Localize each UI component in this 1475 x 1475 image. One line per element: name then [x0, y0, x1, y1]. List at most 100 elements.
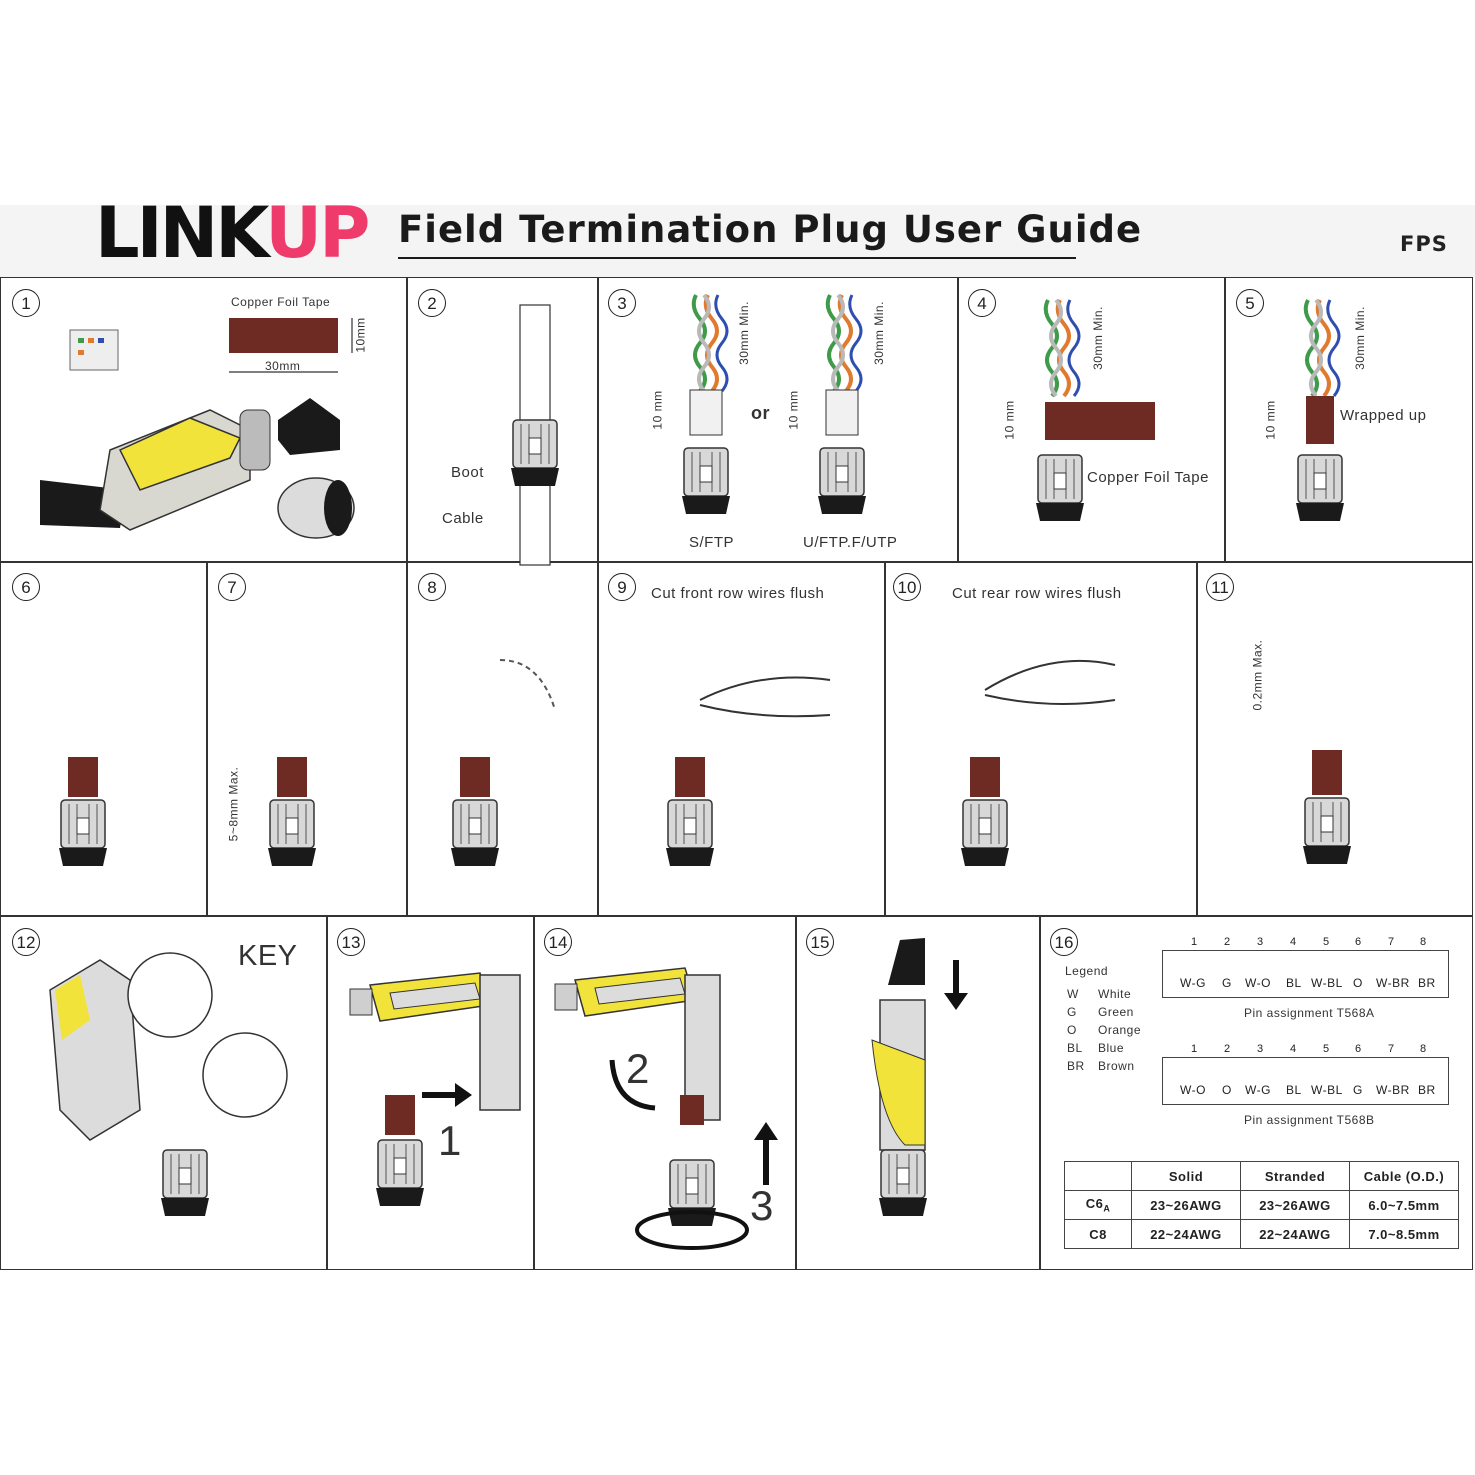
category-label: C6: [1085, 1196, 1104, 1212]
step-number-11: 11: [1206, 573, 1234, 601]
step-number-5: 5: [1236, 289, 1264, 317]
table-header-cell: [1064, 1161, 1132, 1191]
table-cell: 22~24AWG: [1240, 1219, 1350, 1249]
table-cell: 6.0~7.5mm: [1349, 1190, 1459, 1220]
step-number-6: 6: [12, 573, 40, 601]
col-divider: [406, 277, 408, 561]
col-divider: [795, 915, 797, 1270]
key-label: KEY: [238, 940, 298, 972]
pin-number: 6: [1355, 936, 1362, 948]
step-number-13: 13: [337, 928, 365, 956]
pin-label: W-BL: [1311, 976, 1343, 990]
pin-label: W-G: [1245, 1083, 1271, 1097]
pin-label: G: [1222, 976, 1232, 990]
pin-number: 1: [1191, 936, 1198, 948]
legend-name: Brown: [1098, 1059, 1135, 1073]
col-divider: [206, 561, 208, 915]
pin-label: BL: [1286, 1083, 1302, 1097]
step-number-10: 10: [893, 573, 921, 601]
max-length-label: 5~8mm Max.: [226, 766, 241, 842]
col-divider: [957, 277, 959, 561]
pin-label: W-O: [1245, 976, 1271, 990]
pin-label: O: [1222, 1083, 1232, 1097]
pin-number: 7: [1388, 936, 1395, 948]
height-label: 10mm: [353, 317, 368, 353]
legend-name: White: [1098, 987, 1132, 1001]
page-title: Field Termination Plug User Guide: [398, 208, 1143, 251]
t568a-caption: Pin assignment T568A: [1244, 1006, 1375, 1020]
col-divider: [533, 915, 535, 1270]
pin-label: BR: [1418, 1083, 1436, 1097]
step-10-caption: Cut rear row wires flush: [952, 585, 1122, 602]
pin-label: W-G: [1180, 976, 1206, 990]
step-number-3: 3: [608, 289, 636, 317]
wrapped-up-label: Wrapped up: [1340, 407, 1427, 424]
pin-number: 7: [1388, 1043, 1395, 1055]
arrow-step-3: 3: [750, 1182, 774, 1229]
col-divider: [597, 561, 599, 915]
table-cell: 7.0~8.5mm: [1349, 1219, 1459, 1249]
legend-code: O: [1067, 1023, 1077, 1037]
cable-spec-table: Solid Stranded Cable (O.D.) C6A 23~26AWG…: [1064, 1161, 1459, 1249]
pin-assignment-t568b: [1162, 1057, 1449, 1105]
row-divider-1: [0, 561, 1473, 563]
pin-number: 2: [1224, 936, 1231, 948]
col-divider: [1039, 915, 1041, 1270]
pin-label: W-BL: [1311, 1083, 1343, 1097]
cable-type-sftp: S/FTP: [689, 534, 735, 551]
legend-code: BR: [1067, 1059, 1085, 1073]
col-divider: [597, 277, 599, 561]
col-divider: [1224, 277, 1226, 561]
col-divider: [1196, 561, 1198, 915]
pin-label: W-O: [1180, 1083, 1206, 1097]
table-cell: 23~26AWG: [1131, 1190, 1241, 1220]
col-divider: [406, 561, 408, 915]
pin-number: 5: [1323, 936, 1330, 948]
step-number-15: 15: [806, 928, 834, 956]
pin-number: 8: [1420, 1043, 1427, 1055]
legend-title: Legend: [1065, 964, 1109, 978]
pin-number: 2: [1224, 1043, 1231, 1055]
copper-foil-label: Copper Foil Tape: [1087, 469, 1209, 486]
col-divider: [326, 915, 328, 1270]
instruction-grid: [0, 277, 1473, 1270]
pin-number: 8: [1420, 936, 1427, 948]
table-row: C8 22~24AWG 22~24AWG 7.0~8.5mm: [1064, 1219, 1459, 1249]
legend-name: Orange: [1098, 1023, 1142, 1037]
step-number-9: 9: [608, 573, 636, 601]
step-9-caption: Cut front row wires flush: [651, 585, 825, 602]
max-gap-label: 0.2mm Max.: [1250, 639, 1265, 711]
pin-number: 4: [1290, 936, 1297, 948]
category-subscript: A: [1103, 1203, 1111, 1214]
width-label: 30mm: [265, 359, 301, 373]
strip-length-label: 10 mm: [1002, 400, 1017, 440]
table-header-row: Solid Stranded Cable (O.D.): [1064, 1161, 1459, 1191]
strip-length-label: 10 mm: [786, 390, 801, 430]
pin-label: W-BR: [1376, 1083, 1410, 1097]
arrow-step-1: 1: [438, 1117, 462, 1164]
t568b-caption: Pin assignment T568B: [1244, 1113, 1375, 1127]
min-length-label: 30mm Min.: [1090, 306, 1105, 370]
pin-number: 4: [1290, 1043, 1297, 1055]
or-label: or: [751, 403, 770, 423]
pin-label: O: [1353, 976, 1363, 990]
cable-label: Cable: [442, 510, 484, 527]
min-length-label: 30mm Min.: [871, 301, 886, 365]
pin-label: W-BR: [1376, 976, 1410, 990]
pin-label: BR: [1418, 976, 1436, 990]
pin-number: 3: [1257, 1043, 1264, 1055]
linkup-logo: LINKUP: [95, 192, 370, 274]
col-divider: [884, 561, 886, 915]
table-header-cell: Stranded: [1240, 1161, 1350, 1191]
legend-code: BL: [1067, 1041, 1083, 1055]
arrow-step-2: 2: [626, 1045, 650, 1092]
table-cell: C6A: [1064, 1190, 1132, 1220]
strip-length-label: 10 mm: [650, 390, 665, 430]
table-cell: 22~24AWG: [1131, 1219, 1241, 1249]
step-number-8: 8: [418, 573, 446, 601]
step-number-14: 14: [544, 928, 572, 956]
legend-code: G: [1067, 1005, 1077, 1019]
header-band: [0, 205, 1475, 277]
pin-number: 5: [1323, 1043, 1330, 1055]
step-number-1: 1: [12, 289, 40, 317]
